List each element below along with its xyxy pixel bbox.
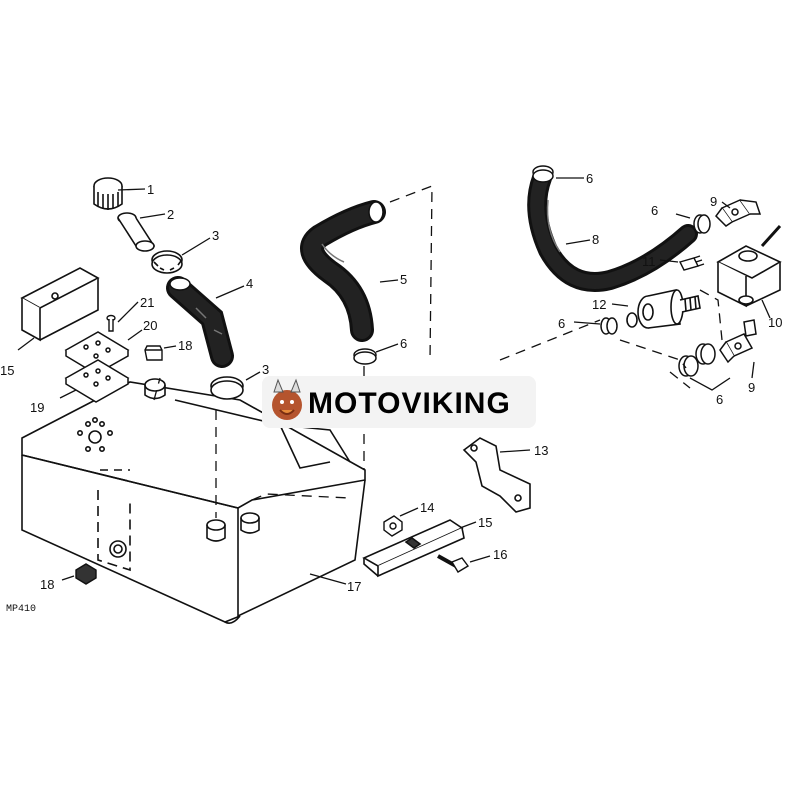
- nut-18-lower: [75, 563, 97, 585]
- callout-9-upper: 9: [710, 194, 717, 209]
- callout-6-vent: 6: [400, 336, 407, 351]
- mounting-strap: [462, 437, 531, 513]
- assembly-lines: [153, 185, 723, 518]
- callout-6-top: 6: [586, 171, 593, 186]
- fuel-tank: [21, 378, 366, 624]
- clamp-6-hose-end: [693, 214, 711, 234]
- callout-19: 19: [30, 400, 44, 415]
- callout-6-lower: 6: [716, 392, 723, 407]
- callout-8: 8: [592, 232, 599, 247]
- vent-hose: [300, 200, 386, 342]
- tank-bracket-right: [362, 519, 465, 578]
- callout-11: 11: [642, 254, 656, 269]
- fuel-line-hose: [527, 168, 698, 292]
- callout-15-right: 15: [478, 515, 492, 530]
- elbow-fitting-upper: [715, 199, 762, 227]
- fuel-filter: [626, 289, 701, 329]
- callout-10: 10: [768, 315, 782, 330]
- clamp-6-vent: [353, 348, 377, 365]
- nut-18-upper: [144, 345, 163, 361]
- callout-2: 2: [167, 207, 174, 222]
- callout-4: 4: [246, 276, 253, 291]
- callout-18-lower: 18: [40, 577, 54, 592]
- callout-13: 13: [534, 443, 548, 458]
- screw-11: [678, 255, 705, 271]
- callout-16: 16: [493, 547, 507, 562]
- clamp-6-filter: [600, 317, 618, 335]
- filler-neck-adapter: [117, 212, 156, 252]
- elbow-fitting-lower: [719, 319, 757, 364]
- nut-14: [383, 515, 403, 537]
- callout-6-filter: 6: [558, 316, 565, 331]
- callout-18-upper: 18: [178, 338, 192, 353]
- fuel-shutoff-valve: [716, 224, 782, 308]
- callout-3-lower: 3: [262, 362, 269, 377]
- viking-mascot-icon: [272, 378, 302, 420]
- clamp-6-top: [532, 165, 554, 183]
- bolt-16: [437, 554, 470, 573]
- callout-15-left: 15: [0, 363, 14, 378]
- hose-clamp-upper: [151, 250, 183, 274]
- callout-5: 5: [400, 272, 407, 287]
- callout-20: 20: [143, 318, 157, 333]
- callout-12: 12: [592, 297, 606, 312]
- callout-21: 21: [140, 295, 154, 310]
- hose-clamp-lower: [210, 376, 244, 400]
- callout-9-lower: 9: [748, 380, 755, 395]
- watermark-text: MOTOVIKING: [308, 387, 511, 420]
- clamps-6-lower: [678, 343, 716, 377]
- tank-bracket-left: [20, 267, 100, 342]
- leader-lines: [17, 177, 771, 585]
- fuel-cap: [93, 177, 123, 210]
- callout-labels: 1 2 3 3 4 5 6 6 6 6 6 8 9 9 10 11 12 13 …: [0, 171, 782, 615]
- watermark: MOTOVIKING: [262, 376, 536, 428]
- filler-hose: [166, 276, 234, 368]
- screw-21: [106, 314, 116, 332]
- callout-1: 1: [147, 182, 154, 197]
- callout-14: 14: [420, 500, 434, 515]
- rubber-pads: [64, 331, 130, 403]
- callout-3-upper: 3: [212, 228, 219, 243]
- drawing-code: MP410: [6, 604, 36, 615]
- callout-6-hose-end: 6: [651, 203, 658, 218]
- callout-17: 17: [347, 579, 361, 594]
